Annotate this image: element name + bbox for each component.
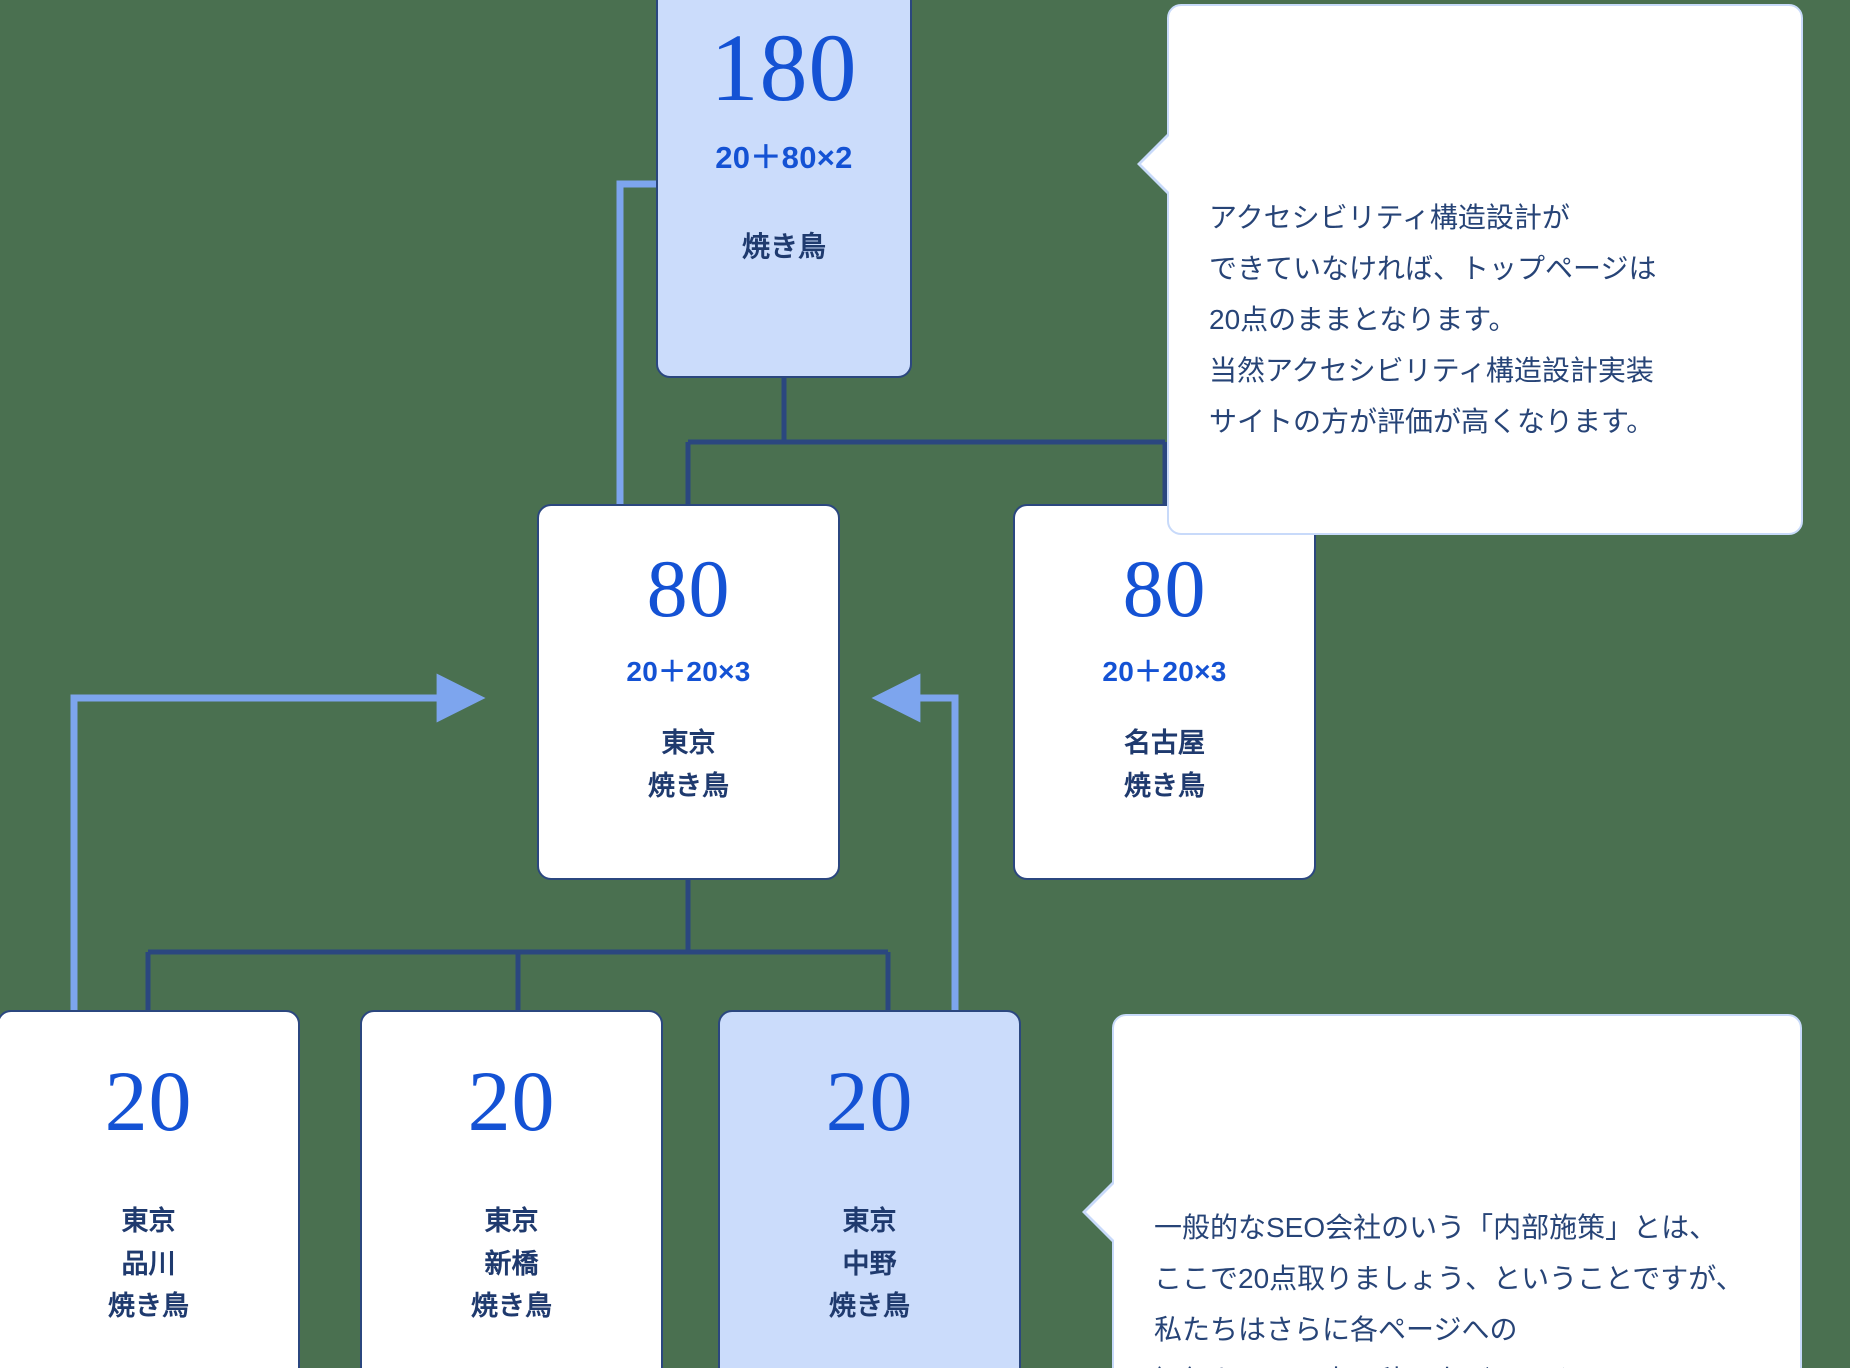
callout-notch-fill-icon <box>1086 1184 1114 1240</box>
node-formula: 20＋20×3 <box>1102 656 1227 687</box>
tree-edges-top <box>685 378 1168 504</box>
node-card-shinagawa[interactable]: 20 東京 品川 焼き鳥 <box>0 1010 300 1368</box>
node-score: 20 <box>104 1053 193 1149</box>
node-place: 焼き鳥 <box>741 231 826 262</box>
node-score: 80 <box>1122 543 1207 634</box>
node-card-shinbashi[interactable]: 20 東京 新橋 焼き鳥 <box>360 1010 663 1368</box>
node-card-nagoya[interactable]: 80 20＋20×3 名古屋 焼き鳥 <box>1013 504 1316 880</box>
callout-top: アクセシビリティ構造設計が できていなければ、トップページは 20点のままとなり… <box>1137 4 1803 535</box>
node-place: 東京 新橋 焼き鳥 <box>471 1206 552 1322</box>
node-score: 20 <box>825 1053 914 1149</box>
node-place: 名古屋 焼き鳥 <box>1124 728 1205 801</box>
node-place: 東京 品川 焼き鳥 <box>108 1206 189 1322</box>
tree-edges-bottom <box>145 880 891 1010</box>
flow-arrow-nakano-to-tokyo <box>871 673 959 1010</box>
node-score: 180 <box>710 14 858 121</box>
node-card-nakano[interactable]: 20 東京 中野 焼き鳥 <box>718 1010 1021 1368</box>
node-card-top[interactable]: 180 20＋80×2 焼き鳥 <box>656 0 912 378</box>
callout-bottom: 一般的なSEO会社のいう「内部施策」とは、 ここで20点取りましょう、ということ… <box>1082 1014 1802 1368</box>
node-score: 80 <box>646 543 731 634</box>
callout-bottom-text: 一般的なSEO会社のいう「内部施策」とは、 ここで20点取りましょう、ということ… <box>1154 1211 1744 1368</box>
node-place: 東京 中野 焼き鳥 <box>829 1206 910 1322</box>
node-place: 東京 焼き鳥 <box>648 728 729 801</box>
callout-top-text: アクセシビリティ構造設計が できていなければ、トップページは 20点のままとなり… <box>1209 201 1657 437</box>
callout-notch-fill-icon <box>1141 136 1169 192</box>
node-card-tokyo[interactable]: 80 20＋20×3 東京 焼き鳥 <box>537 504 840 880</box>
flow-arrow-shinagawa-to-tokyo <box>70 673 486 1010</box>
node-formula: 20＋20×3 <box>626 656 751 687</box>
node-score: 20 <box>467 1053 556 1149</box>
node-formula: 20＋80×2 <box>715 140 853 175</box>
